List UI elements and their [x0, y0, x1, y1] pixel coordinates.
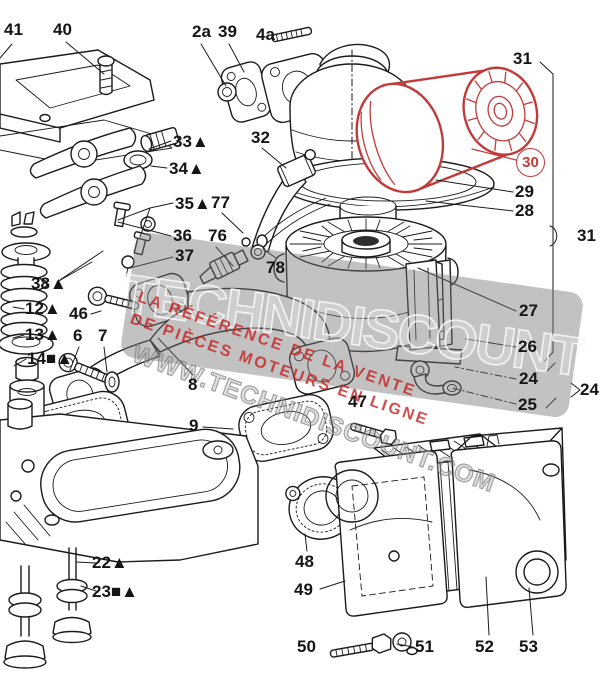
part-label-24-left: 24 — [519, 369, 538, 388]
part-label-6: 6 — [73, 326, 83, 345]
part-label-13: 13▲ — [25, 325, 61, 344]
cylinder-head — [0, 398, 259, 563]
part-label-24-right: 24 — [580, 380, 599, 399]
part-label-25: 25 — [518, 395, 537, 414]
bracket-31 — [539, 61, 554, 362]
part-label-37: 37 — [175, 246, 194, 265]
leader-lines — [0, 41, 581, 648]
part-label-9: 9 — [189, 416, 199, 435]
part-label-14: 14■▲ — [27, 349, 74, 368]
airbox-cover-49 — [325, 450, 448, 617]
part-label-41: 41 — [4, 20, 23, 39]
leader-30 — [471, 148, 517, 161]
part-label-8: 8 — [188, 375, 198, 394]
airbox-housing-53 — [450, 427, 567, 609]
valve-left — [3, 565, 47, 669]
part-label-2a: 2a — [192, 22, 211, 41]
part-label-49: 49 — [294, 580, 313, 599]
part-label-31-top: 31 — [513, 49, 532, 68]
part-label-77: 77 — [211, 193, 230, 212]
part-label-78: 78 — [266, 258, 285, 277]
part-label-28: 28 — [515, 201, 534, 220]
part-label-50: 50 — [297, 637, 316, 656]
part-label-34: 34▲ — [169, 159, 205, 178]
stud-4a — [271, 26, 313, 43]
part-label-47: 47 — [348, 392, 367, 411]
part-label-51: 51 — [415, 637, 434, 656]
part-label-38: 38▲ — [31, 274, 67, 293]
part-label-7: 7 — [98, 326, 108, 345]
part-label-26: 26 — [518, 337, 537, 356]
part-label-23: 23■▲ — [92, 582, 139, 601]
part-label-46: 46 — [69, 304, 88, 323]
part-label-35: 35▲ — [175, 194, 211, 213]
part-label-22: 22▲ — [92, 553, 128, 572]
bolt-6 — [58, 352, 111, 384]
part-label-52: 52 — [475, 637, 494, 656]
highlighted-filter-cartridge[interactable] — [344, 46, 549, 202]
part-label-31-mid: 31 — [577, 226, 596, 245]
part-label-53: 53 — [519, 637, 538, 656]
part-label-32: 32 — [251, 128, 270, 147]
nut-51 — [392, 632, 418, 656]
fitting-76-78 — [199, 237, 266, 285]
part-label-48: 48 — [295, 552, 314, 571]
bolt-50 — [329, 633, 392, 658]
washer-7 — [104, 371, 120, 393]
part-label-39: 39 — [218, 22, 237, 41]
part-label-36: 36 — [173, 226, 192, 245]
part-label-4a: 4a — [256, 25, 275, 44]
bolt-47 — [349, 422, 397, 446]
valve-right — [52, 547, 92, 644]
mount-fitting-group — [349, 259, 462, 446]
bracket-24 — [570, 382, 581, 398]
part-label-27: 27 — [519, 301, 538, 320]
part-label-29: 29 — [515, 182, 534, 201]
part-label-30-highlighted[interactable]: 30 — [516, 148, 545, 177]
bolt-46 — [87, 286, 140, 310]
part-label-40: 40 — [53, 20, 72, 39]
part-label-33: 33▲ — [173, 132, 209, 151]
part-label-76: 76 — [208, 226, 227, 245]
part-label-12: 12▲ — [25, 299, 61, 318]
rocker-shaft-parts — [123, 126, 180, 170]
valve-cover — [0, 49, 173, 165]
rocker-arms — [29, 127, 156, 277]
